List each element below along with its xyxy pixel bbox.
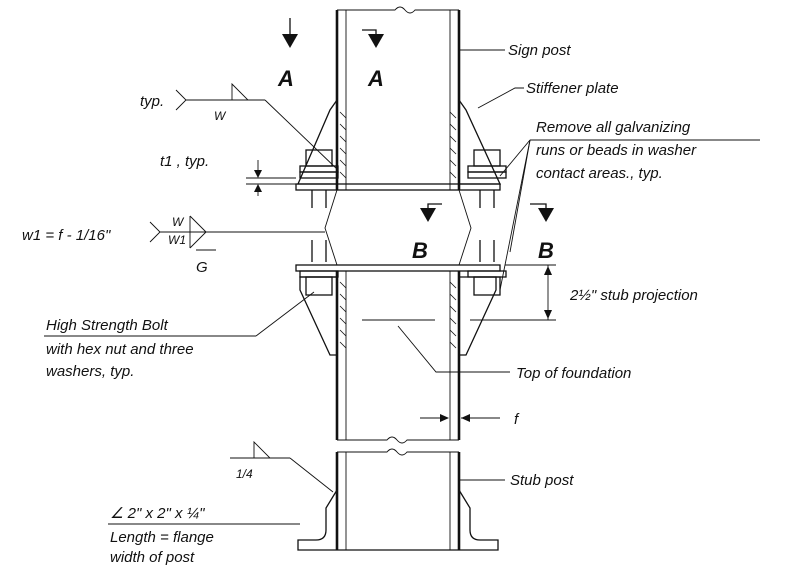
weld-top-w: W: [214, 109, 227, 123]
lower-bolt-right: [467, 270, 507, 296]
stub-post: [335, 271, 461, 551]
section-b-left-label: B: [412, 238, 428, 263]
f-label: f: [514, 411, 520, 428]
section-mark-b-right: B: [530, 203, 554, 263]
weld-symbol-w1: w1 = f - 1/16" W W1 G: [22, 215, 325, 276]
section-b-right-label: B: [538, 238, 554, 263]
lower-stiffener-plates: [299, 271, 497, 356]
bolt-label-line-3: washers, typ.: [46, 363, 134, 380]
stub-post-label: Stub post: [510, 472, 574, 489]
weld-w1-g: G: [196, 259, 208, 276]
upper-bolt-left: [299, 149, 339, 208]
section-mark-b-left: B: [412, 203, 442, 263]
stub-projection-dimension: 2½" stub projection: [470, 264, 698, 321]
angle-callout: ∠ 2" x 2" x ¼" Length = flange width of …: [108, 505, 300, 566]
weld-top-typ: typ.: [140, 93, 164, 110]
top-of-foundation-callout: Top of foundation: [397, 325, 631, 382]
section-mark-a-left: A: [277, 18, 298, 91]
top-of-foundation-label: Top of foundation: [516, 365, 631, 382]
t1-label: t1 , typ.: [160, 153, 209, 170]
f-dimension: f: [420, 411, 520, 428]
lower-bolt-left: [299, 270, 339, 296]
angle-label-line-2: Length = flange: [110, 529, 214, 546]
angle-legs: [297, 489, 499, 551]
bottom-base-plate: [295, 264, 501, 272]
remove-galvanizing-line-3: contact areas., typ.: [536, 165, 663, 182]
section-a-left-label: A: [277, 66, 294, 91]
sign-post: [335, 6, 461, 190]
sign-post-callout: Sign post: [459, 42, 571, 59]
stiffener-plate-callout: Stiffener plate: [477, 80, 619, 109]
weld-symbol-quarter: 1/4: [230, 440, 334, 493]
weld-w1-w1: W1: [168, 233, 186, 247]
stub-post-callout: Stub post: [459, 472, 574, 489]
sign-post-label: Sign post: [508, 42, 571, 59]
section-mark-a-right: A: [362, 29, 384, 91]
angle-label-line-3: width of post: [110, 549, 195, 566]
weld-symbol-top: typ. W: [140, 82, 339, 171]
t1-dimension: t1 , typ.: [160, 153, 296, 196]
stiffener-plate-label: Stiffener plate: [526, 80, 619, 97]
stub-projection-label: 2½" stub projection: [569, 287, 698, 304]
high-strength-bolt-callout: High Strength Bolt with hex nut and thre…: [44, 291, 315, 380]
bolt-label-line-1: High Strength Bolt: [46, 317, 169, 334]
weld-quarter-label: 1/4: [236, 467, 253, 481]
slip-plane-gap: [311, 189, 495, 266]
section-a-right-label: A: [367, 66, 384, 91]
remove-galvanizing-callout: Remove all galvanizing runs or beads in …: [499, 119, 760, 291]
weld-w1-w: W: [172, 215, 185, 229]
upper-bolt-right: [467, 149, 507, 208]
w1-formula: w1 = f - 1/16": [22, 227, 111, 244]
bolt-label-line-2: with hex nut and three: [46, 341, 194, 358]
angle-label-line-1: ∠ 2" x 2" x ¼": [110, 505, 205, 522]
remove-galvanizing-line-2: runs or beads in washer: [536, 142, 697, 159]
top-base-plate: [295, 183, 501, 191]
remove-galvanizing-line-1: Remove all galvanizing: [536, 119, 691, 136]
upper-stiffener-plates: [297, 97, 502, 185]
